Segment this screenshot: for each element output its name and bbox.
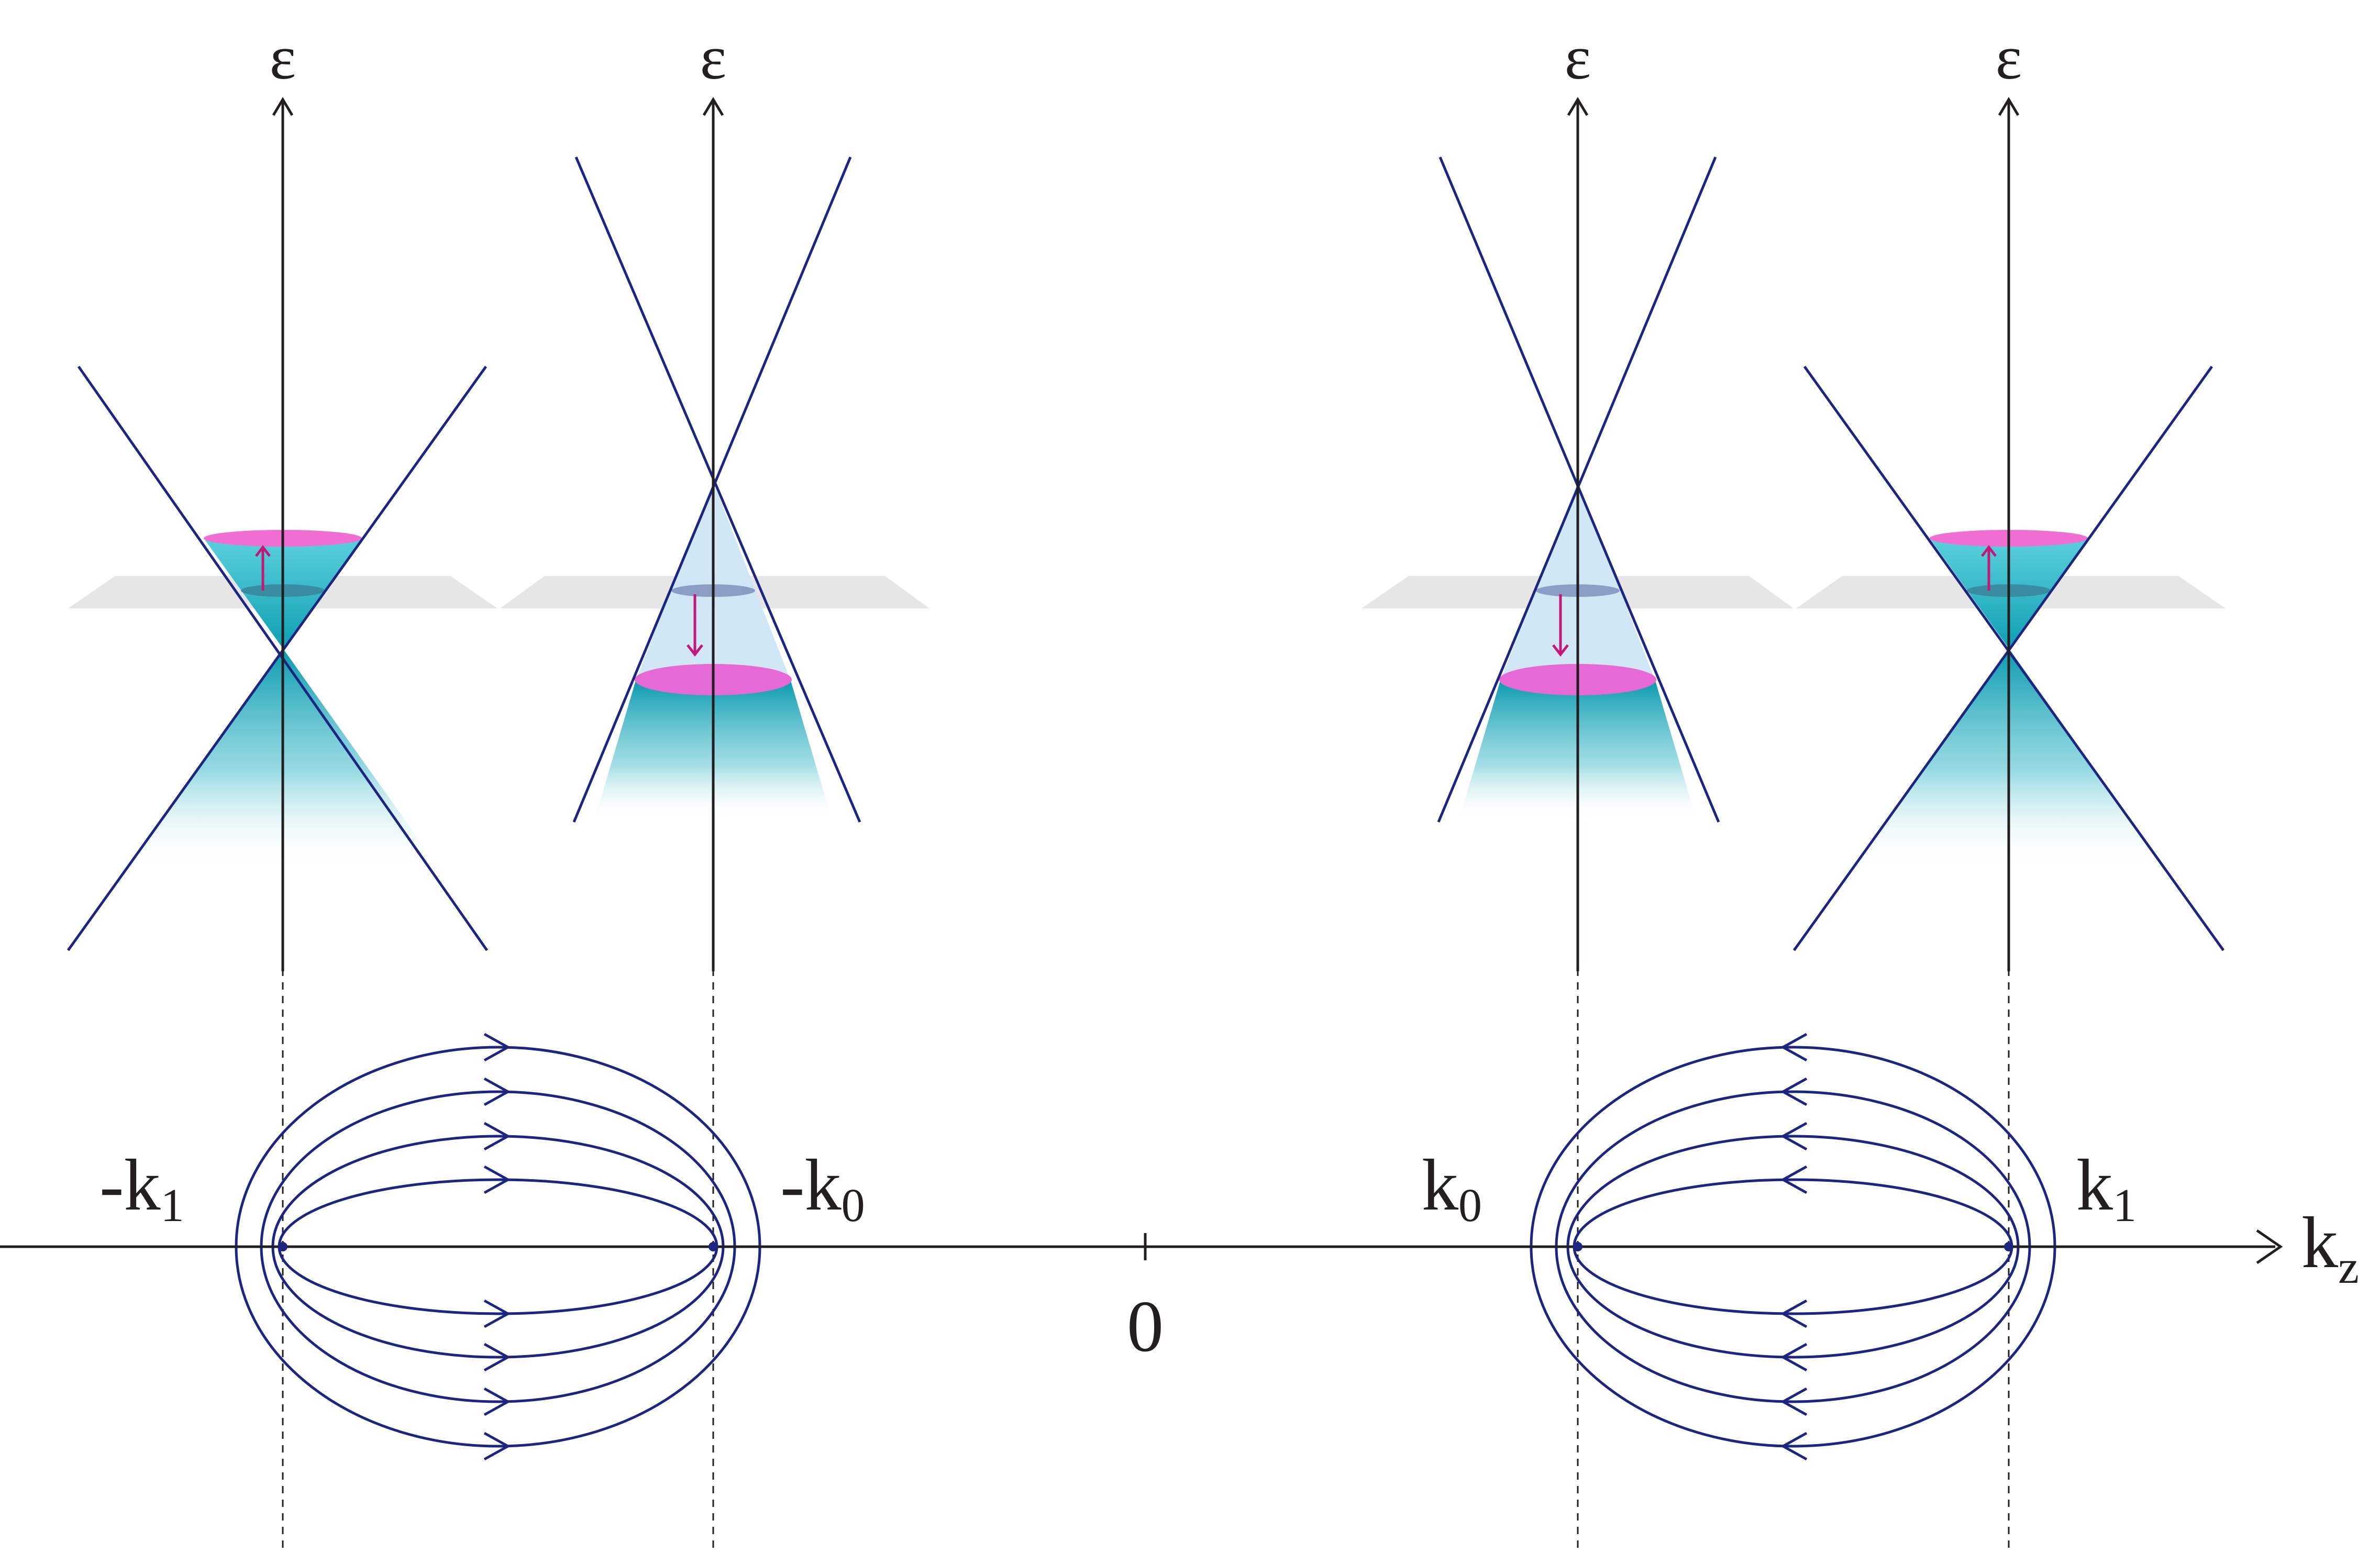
energy-label-k1: ε xyxy=(1996,23,2022,92)
energy-axes xyxy=(272,97,2020,971)
cone-line-k0-a xyxy=(1438,157,1720,823)
node-label-k1: k1 xyxy=(2076,1145,2137,1232)
axis-labels: kz 0 -k1 -k0 k0 k1 xyxy=(99,1145,2359,1367)
up-arrow-k1 xyxy=(1981,545,1997,591)
flux-arrows-right xyxy=(1780,1033,1808,1461)
node-k0 xyxy=(1573,1242,1582,1251)
weyl-nodes xyxy=(278,1242,2013,1251)
cone-neg-k0 xyxy=(500,157,929,823)
cone-line-neg-k1-b xyxy=(67,365,488,951)
node-neg-k1 xyxy=(278,1242,287,1251)
guide-lines xyxy=(282,969,2010,1553)
up-arrow-neg-k1 xyxy=(255,545,271,591)
down-arrow-k0 xyxy=(1552,594,1569,657)
energy-label-neg-k1: ε xyxy=(270,23,296,92)
kz-label: kz xyxy=(2301,1202,2359,1293)
origin-label: 0 xyxy=(1127,1286,1164,1367)
cone-line-neg-k0-a xyxy=(574,157,861,823)
flux-arrows-left xyxy=(483,1033,511,1461)
node-neg-k0 xyxy=(709,1242,718,1251)
node-label-neg-k0: -k0 xyxy=(780,1145,865,1232)
node-k1 xyxy=(2004,1242,2013,1251)
cone-line-k1-a xyxy=(1803,365,2225,951)
energy-label-k0: ε xyxy=(1565,23,1591,92)
down-arrow-neg-k0 xyxy=(687,594,703,657)
kz-axis xyxy=(0,1229,2283,1264)
cone-line-k1-b xyxy=(1792,365,2213,951)
energy-label-neg-k0: ε xyxy=(700,23,726,92)
energy-labels: ε ε ε ε xyxy=(270,23,2022,92)
node-label-k0: k0 xyxy=(1422,1145,1482,1232)
node-label-neg-k1: -k1 xyxy=(99,1145,184,1232)
